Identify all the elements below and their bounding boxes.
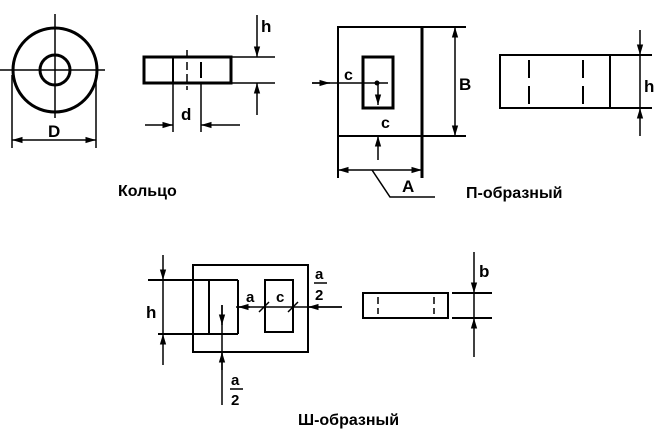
label-h-e: h [146,303,156,322]
label-half-a-num: a [315,266,324,283]
label-c-e: c [276,289,284,306]
label-A: A [402,177,414,196]
e-shape-title: Ш-образный [298,412,399,429]
label-c-vertical: c [381,115,390,132]
label-b: b [479,262,489,281]
label-h: h [261,17,271,36]
label-h-u: h [644,77,654,96]
label-d: d [181,105,191,124]
label-a: a [246,289,255,306]
e-shape-side-view: b [362,252,492,357]
e-shape-front-view: h a c a 2 a 2 [146,255,342,409]
u-shape-title: П-образный [466,185,562,202]
u-shape-side-view: h [499,30,654,136]
label-half-a2-den: 2 [231,392,239,409]
label-half-a-den: 2 [315,287,323,304]
ring-top-view: D [0,14,105,148]
label-half-a2-num: a [231,372,240,389]
ring-side-view: h d [142,15,275,132]
label-D: D [48,122,60,141]
ring-title: Кольцо [118,183,177,200]
label-B: B [459,75,471,94]
label-c-horizontal: c [344,67,353,84]
u-shape-front-view: c c B A [312,26,471,198]
